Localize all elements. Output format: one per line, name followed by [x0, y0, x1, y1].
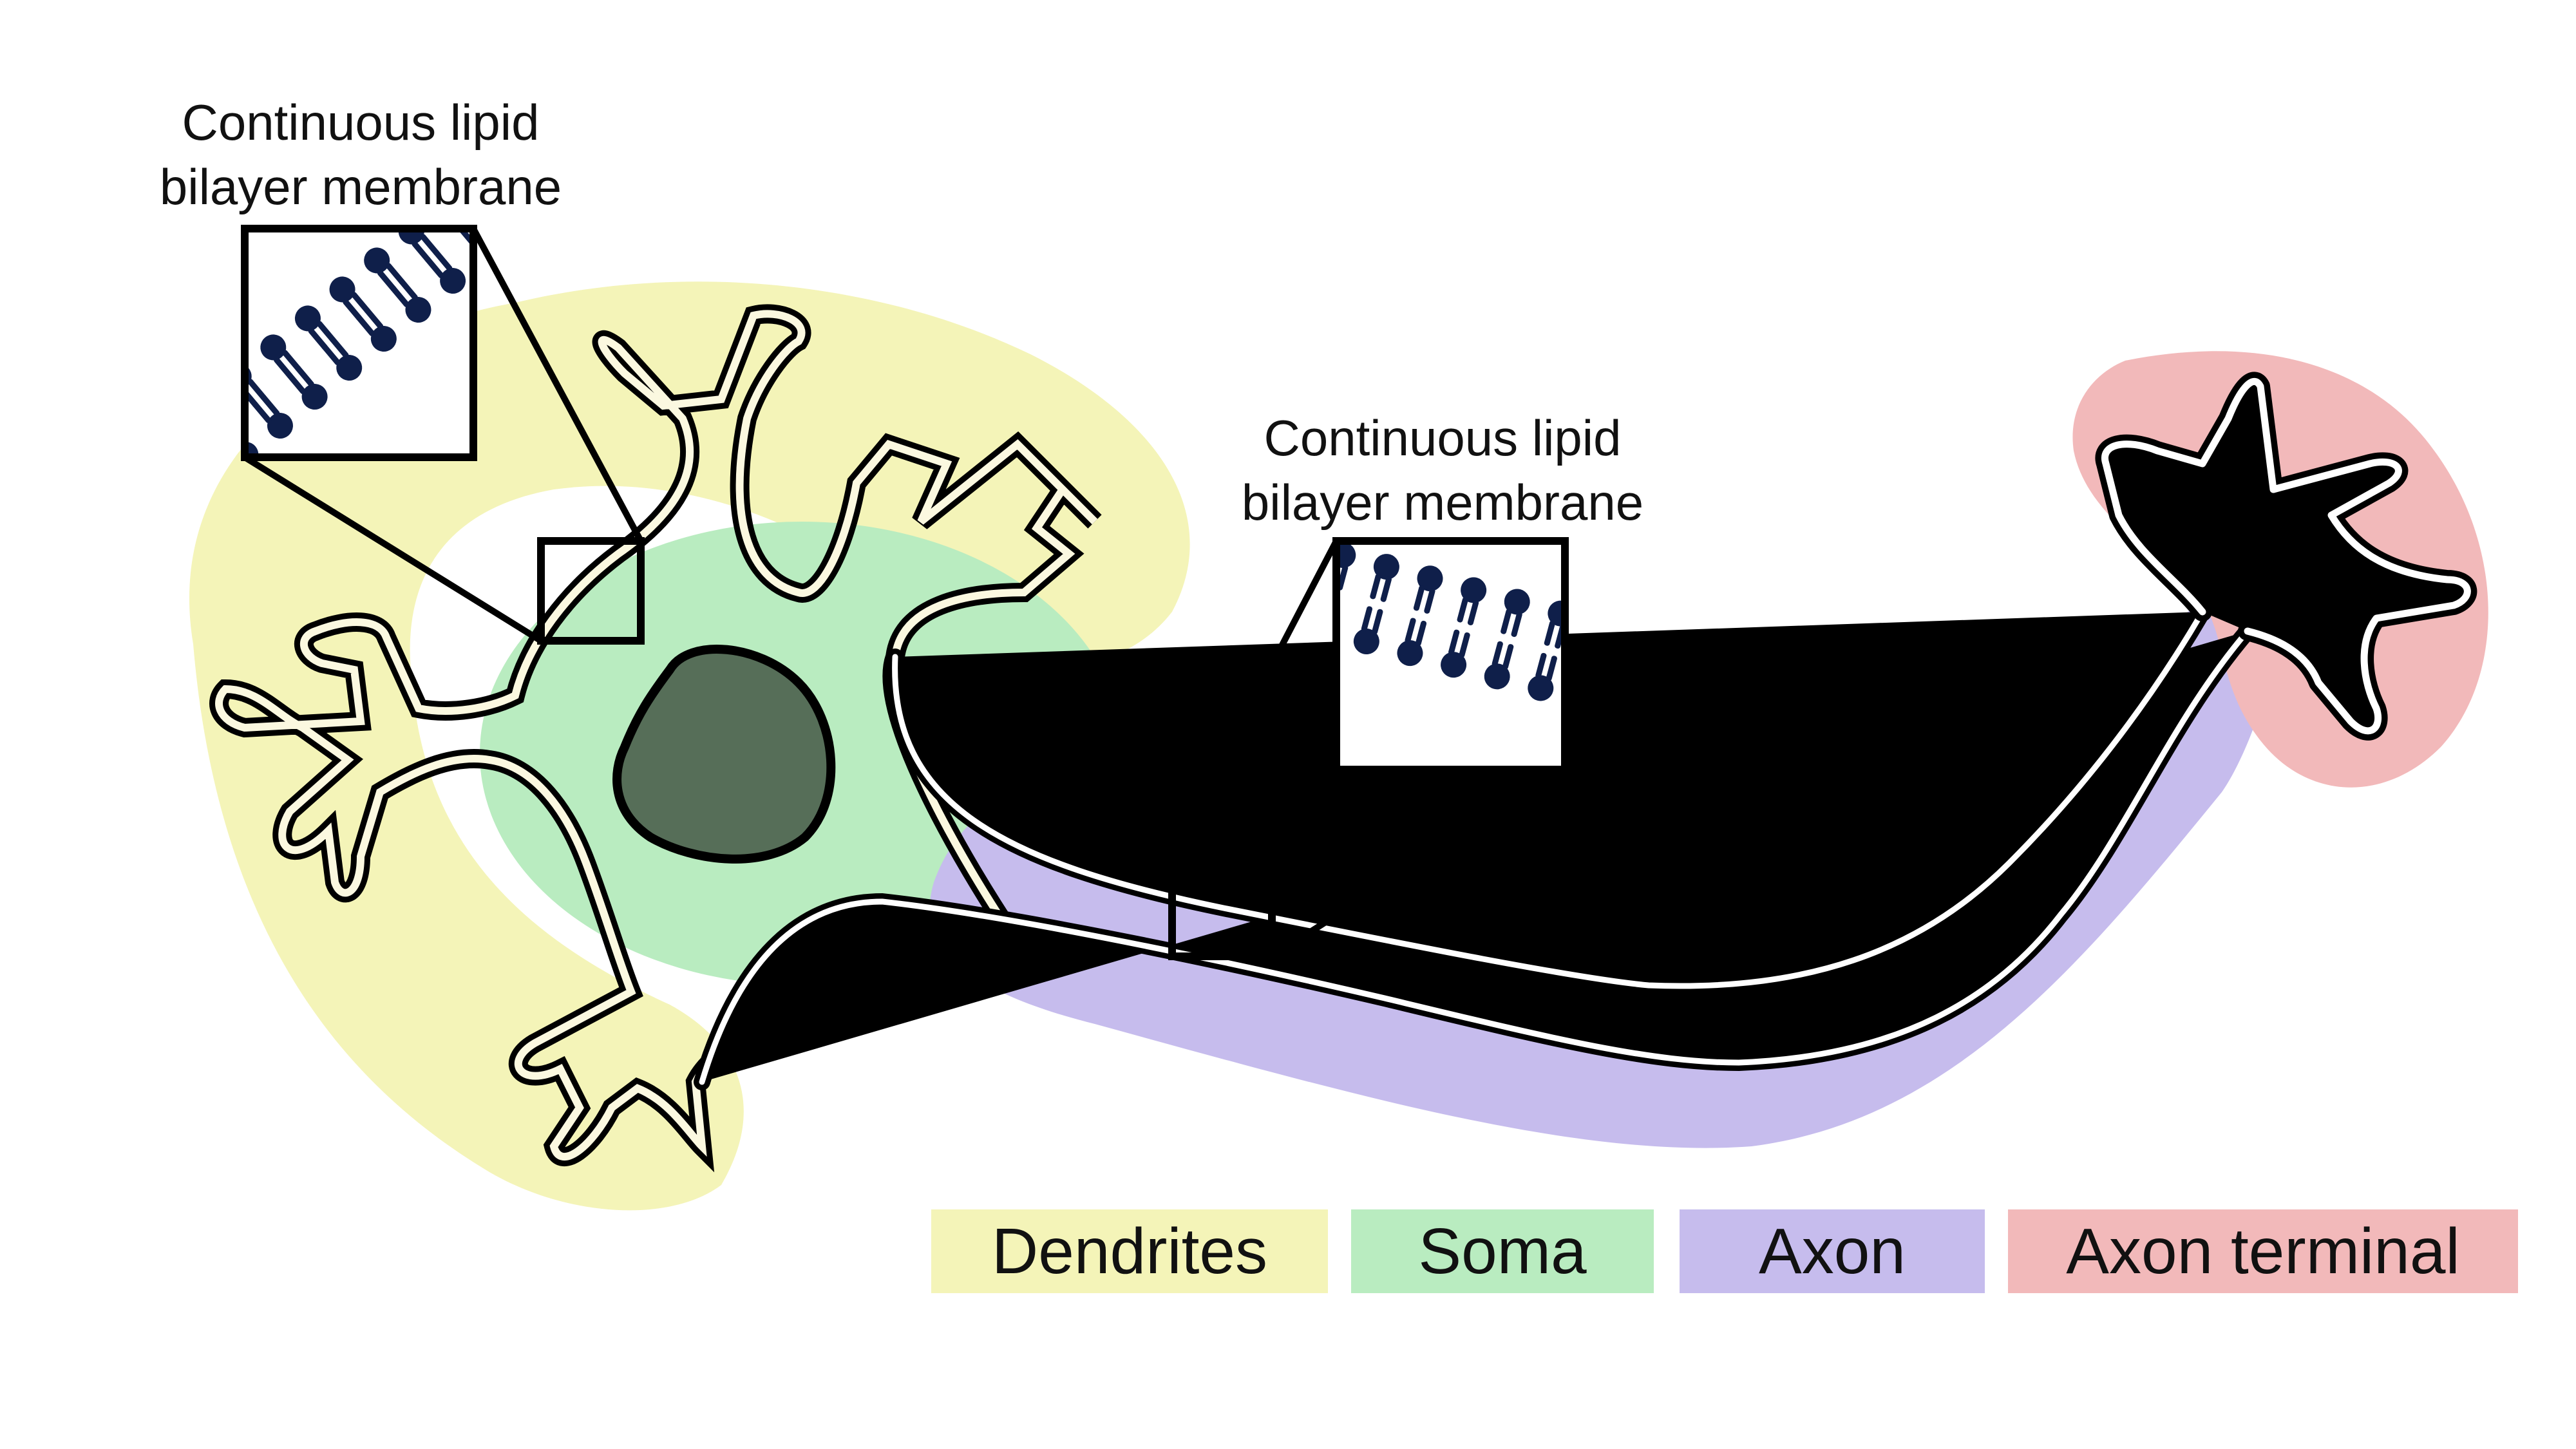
legend-swatch-dendrites — [931, 1209, 1328, 1293]
legend-label-dendrites: Dendrites — [992, 1215, 1267, 1287]
callout-2-line-2: bilayer membrane — [1241, 474, 1644, 531]
lipid-bilayer-icon — [245, 229, 473, 457]
callout-1-line-1: Continuous lipid — [182, 94, 540, 151]
zoom-box-axon — [1168, 853, 1276, 960]
legend-swatch-axon — [1680, 1209, 1985, 1293]
callout-label-dendrite: Continuous lipid bilayer membrane — [129, 90, 592, 219]
legend-swatch-axon-terminal — [2008, 1209, 2518, 1293]
nucleus — [612, 644, 836, 864]
legend-label-axon-terminal: Axon terminal — [2066, 1215, 2460, 1287]
callout-2-line-1: Continuous lipid — [1264, 410, 1622, 466]
lipid-inset-2-frame — [1332, 537, 1569, 773]
lipid-bilayer-icon — [1336, 541, 1565, 770]
legend-label-axon: Axon — [1759, 1215, 1906, 1287]
zoom-box-dendrite — [537, 537, 645, 645]
callout-1-line-2: bilayer membrane — [159, 158, 562, 215]
callout-connectors — [243, 227, 1567, 960]
legend-swatch-soma — [1351, 1209, 1654, 1293]
legend-label-soma: Soma — [1418, 1215, 1587, 1287]
callout-label-axon: Continuous lipid bilayer membrane — [1211, 406, 1674, 535]
lipid-inset-1-frame — [241, 225, 477, 461]
